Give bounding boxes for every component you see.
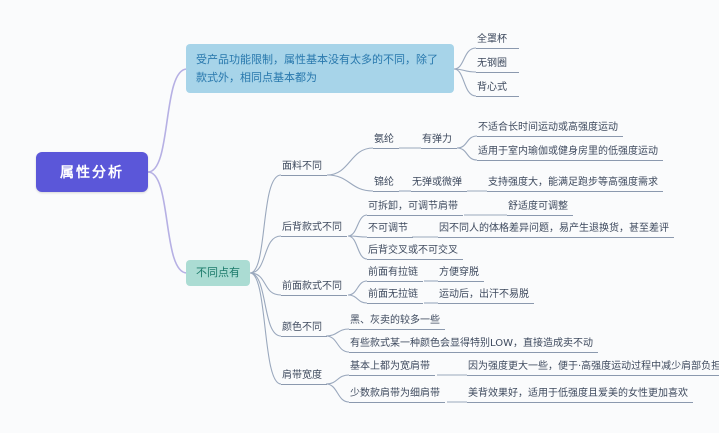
note-color-1[interactable]: 黑、灰卖的较多一些 [349,314,445,330]
leaf-vest[interactable]: 背心式 [476,81,519,97]
connector [347,214,368,237]
connector-root-same [147,68,188,173]
connector [249,272,282,337]
branch-back-label[interactable]: 后背款式不同 [281,221,347,237]
branch-fabric-label[interactable]: 面料不同 [281,160,327,176]
diff-topic-node[interactable]: 不同点有 [186,260,250,286]
node-front-no-zipper[interactable]: 前面无拉链 [367,288,423,304]
note-front-zipper[interactable]: 方便穿脱 [438,266,484,282]
note-spandex-2[interactable]: 适用于室内瑜伽或健身房里的低强度运动 [477,145,663,161]
connector [347,235,368,260]
same-topic-node[interactable]: 受产品功能限制，属性基本没有太多的不同，除了款式外，相同点基本都为 [186,44,454,94]
note-front-no-zipper[interactable]: 运动后，出汗不易脱 [438,288,534,304]
node-strap-thin[interactable]: 少数款肩带为细肩带 [349,387,445,403]
root-node[interactable]: 属性分析 [36,152,148,192]
node-back-detachable[interactable]: 可拆卸，可调节肩带 [367,200,463,216]
connector [456,147,478,161]
connector [326,174,374,192]
connector [347,280,368,296]
connector [249,272,282,385]
node-front-zipper[interactable]: 前面有拉链 [367,266,423,282]
node-nylon[interactable]: 锦纶 [373,176,399,192]
node-nylon-elastic[interactable]: 无弹或微弹 [411,176,467,192]
leaf-full-cup[interactable]: 全罩杯 [476,33,519,49]
note-back-detachable[interactable]: 舒适度可调整 [507,200,573,216]
connector [347,294,368,304]
connector [249,174,282,274]
connector [453,47,477,70]
connector [456,135,478,149]
node-spandex[interactable]: 氨纶 [373,133,399,149]
connector [325,383,350,403]
note-strap-wide[interactable]: 因为强度更大一些，便于·高强度运动过程中减少肩部负担 [467,360,719,376]
branch-color-label[interactable]: 颜色不同 [281,321,327,337]
note-nylon[interactable]: 支持强度大，能满足跑步等高强度需求 [487,176,663,192]
connector [249,235,282,274]
node-spandex-elastic[interactable]: 有弹力 [421,133,457,149]
note-color-2[interactable]: 有些款式某一种颜色会显得特别LOW，直接造成卖不动 [349,337,598,353]
connector-root-diff [147,171,188,274]
connector [325,374,350,385]
node-back-fixed[interactable]: 不可调节 [367,222,413,238]
branch-strap-label[interactable]: 肩带宽度 [281,369,327,385]
connector [325,328,350,337]
connector [453,68,477,97]
branch-front-label[interactable]: 前面款式不同 [281,280,347,296]
leaf-no-wire[interactable]: 无钢圈 [476,57,519,73]
connector [326,147,374,176]
note-spandex-1[interactable]: 不适合长时间运动或高强度运动 [477,121,623,137]
connector [325,335,350,353]
node-strap-wide[interactable]: 基本上都为宽肩带 [349,360,435,376]
note-strap-thin[interactable]: 美背效果好，适用于低强度且爱美的女性更加喜欢 [467,387,693,403]
node-back-cross[interactable]: 后背交叉或不可交叉 [367,244,463,260]
note-back-fixed[interactable]: 因不同人的体格差异问题，易产生退换货，甚至差评 [438,222,674,238]
